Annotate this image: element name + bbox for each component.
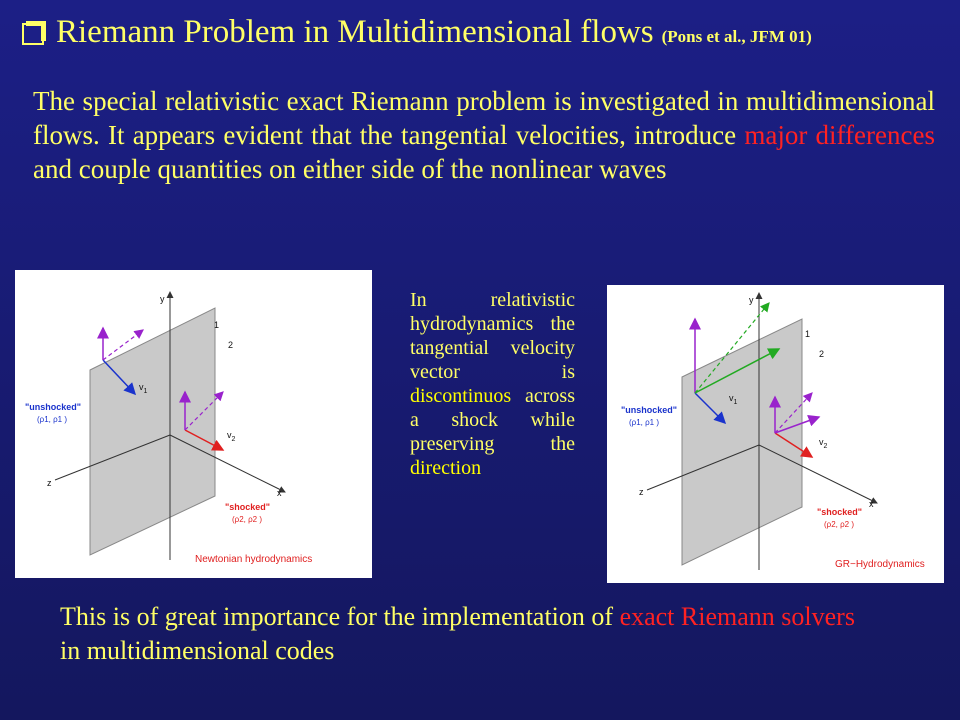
slide-title: Riemann Problem in Multidimensional flow… [22, 14, 952, 51]
title-citation: (Pons et al., JFM 01) [661, 27, 812, 46]
v1-subscript: 1 [144, 388, 148, 395]
unshocked-label: "unshocked" [621, 405, 677, 415]
side-paragraph: In relativistic hydrodynamics the tangen… [410, 288, 575, 480]
v2-subscript: 2 [824, 443, 828, 450]
v1-label: v [139, 382, 144, 392]
newtonian-diagram: y x z 1 2 v1 v2 "unshocked" (ρ1, ρ1 ) "s… [25, 291, 312, 565]
v2-subscript: 2 [232, 436, 236, 443]
figure-caption: Newtonian hydrodynamics [195, 554, 312, 565]
side-highlight-2: direction [410, 457, 482, 479]
gr-diagram: y x z 1 2 v1 v2 "unshocked" (ρ1, ρ1 ) "s… [621, 292, 925, 570]
svg-text:v2: v2 [819, 437, 828, 450]
region-2-label: 2 [228, 340, 233, 350]
newtonian-figure: y x z 1 2 v1 v2 "unshocked" (ρ1, ρ1 ) "s… [15, 270, 372, 578]
unshocked-state-label: (ρ1, ρ1 ) [629, 418, 659, 427]
svg-text:v1: v1 [139, 382, 148, 395]
intro-paragraph: The special relativistic exact Riemann p… [33, 84, 935, 186]
intro-text-1: The special relativistic exact Riemann p… [33, 86, 935, 150]
bottom-paragraph: This is of great importance for the impl… [60, 600, 860, 668]
shocked-label: "shocked" [225, 502, 270, 512]
axis-z-label: z [639, 487, 644, 497]
gr-figure: y x z 1 2 v1 v2 "unshocked" (ρ1, ρ1 ) "s… [607, 285, 944, 583]
side-text-2: across a shock while preserving the [410, 385, 575, 455]
intro-text-2: and couple quantities on either side of … [33, 154, 667, 184]
shocked-state-label: (ρ2, ρ2 ) [232, 515, 262, 524]
bottom-highlight: exact Riemann solvers [619, 602, 855, 631]
svg-text:v2: v2 [227, 430, 236, 443]
v2-label: v [819, 437, 824, 447]
v1-label: v [729, 393, 734, 403]
side-text-1: In relativistic hydrodynamics the tangen… [410, 289, 575, 383]
region-1-label: 1 [805, 329, 810, 339]
unshocked-state-label: (ρ1, ρ1 ) [37, 415, 67, 424]
unshocked-label: "unshocked" [25, 402, 81, 412]
title-text: Riemann Problem in Multidimensional flow… [56, 14, 654, 50]
v1-subscript: 1 [734, 399, 738, 406]
intro-highlight: major differences [744, 120, 935, 150]
side-highlight-1: discontinuos [410, 385, 512, 407]
axis-z-label: z [47, 478, 52, 488]
figure-caption: GR−Hydrodynamics [835, 559, 925, 570]
bottom-text-1: This is of great importance for the impl… [60, 602, 620, 631]
v2-label: v [227, 430, 232, 440]
axis-x-label: x [277, 488, 282, 498]
axis-y-label: y [749, 295, 754, 305]
shocked-label: "shocked" [817, 507, 862, 517]
bottom-text-2: in multidimensional codes [60, 636, 335, 665]
shocked-state-label: (ρ2, ρ2 ) [824, 520, 854, 529]
region-2-label: 2 [819, 349, 824, 359]
region-1-label: 1 [214, 320, 219, 330]
checkbox-bullet-icon [22, 17, 48, 45]
axis-y-label: y [160, 294, 165, 304]
axis-x-label: x [869, 499, 874, 509]
svg-text:v1: v1 [729, 393, 738, 406]
